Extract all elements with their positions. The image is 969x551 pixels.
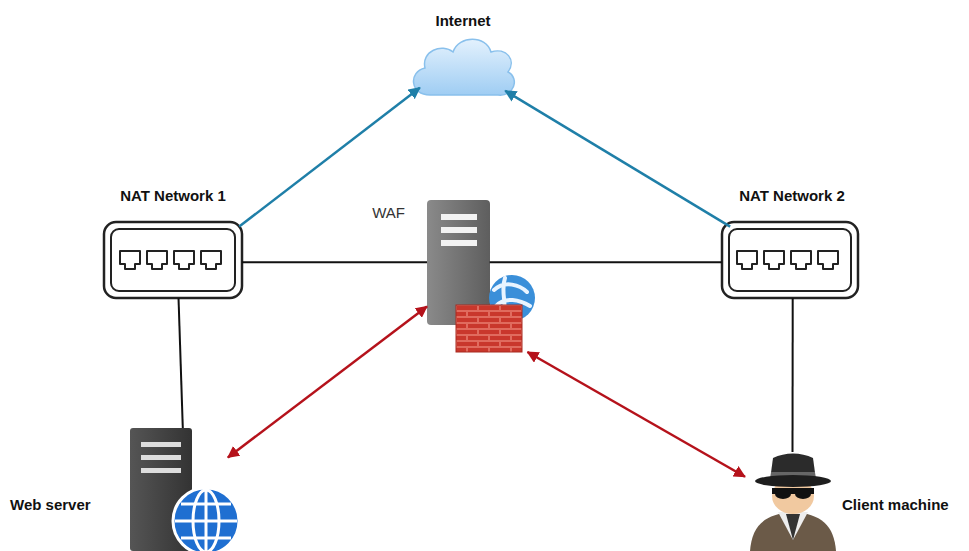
node-label: Web server [10,496,91,514]
switch-icon [722,222,858,298]
waf-appliance [427,200,535,352]
connector [792,298,794,452]
waf-node: WAF [427,200,535,352]
connector [505,91,730,227]
node-label: NAT Network 1 [120,187,226,205]
cloud-icon [414,39,515,95]
connector [239,88,420,227]
cloud-node: Internet [415,35,512,97]
node-label: WAF [372,204,405,222]
switch-icon [104,222,242,298]
node-label: NAT Network 2 [739,187,845,205]
connector [242,261,427,263]
server-node: Web server [130,428,240,551]
web-server-icon [130,428,239,551]
client-spy-icon [750,454,836,551]
node-label: Client machine [842,496,949,514]
node-label: Internet [435,12,490,30]
switch-node: NAT Network 2 [722,222,858,298]
client-node: Client machine [745,452,840,551]
connector [228,306,427,457]
switch-node: NAT Network 1 [104,222,242,298]
connector [490,261,722,263]
connector [179,298,183,428]
connector [527,352,745,477]
